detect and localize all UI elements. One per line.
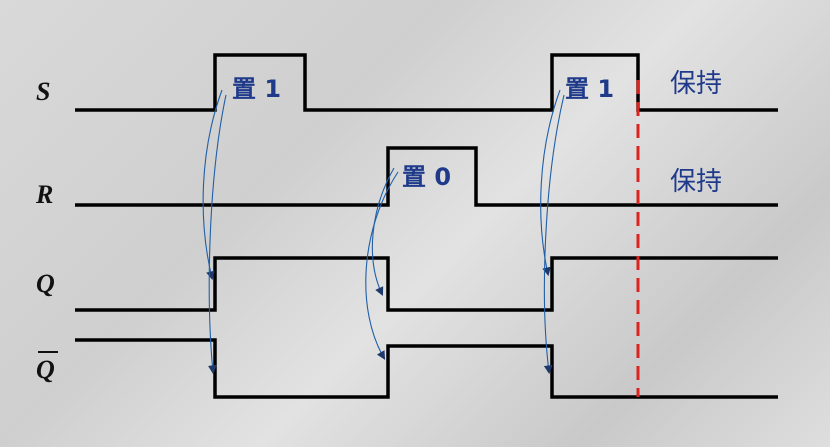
pulse-label-set1-b: 置 1: [565, 75, 614, 103]
label-s: S: [36, 77, 50, 106]
hold-label-s: 保持: [670, 69, 722, 99]
causality-arrows: [202, 89, 565, 375]
arrow-reset0-to-q: [371, 167, 395, 296]
arrow-set1b-to-q: [540, 89, 561, 277]
waveform-q: [75, 256, 778, 312]
arrow-set1a-to-q: [202, 89, 223, 281]
label-r: R: [35, 180, 53, 209]
pulse-label-reset0: 置 0: [402, 163, 451, 191]
waveform-r: [75, 146, 778, 207]
arrow-reset0-to-qbar: [365, 171, 399, 360]
waveform-qbar: [75, 338, 778, 399]
arrow-set1a-to-qbar: [207, 94, 227, 375]
hold-label-r: 保持: [670, 167, 722, 197]
label-q: Q: [36, 269, 55, 298]
label-qbar: Q: [36, 355, 55, 384]
arrow-set1b-to-qbar: [543, 94, 565, 375]
pulse-label-set1-a: 置 1: [232, 75, 281, 103]
